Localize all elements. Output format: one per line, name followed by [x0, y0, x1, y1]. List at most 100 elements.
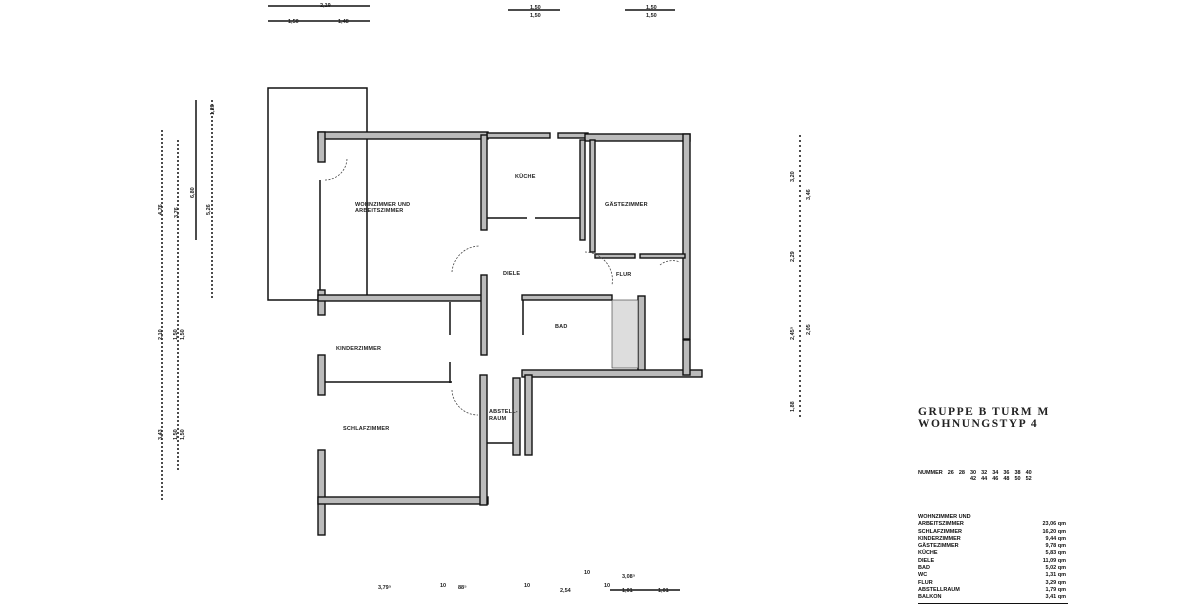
number-value: 50	[1014, 476, 1021, 482]
room-label-kueche: KÜCHE	[515, 173, 536, 180]
dim-left: 2,10	[158, 329, 164, 340]
area-row: KINDERZIMMER 9,44 qm	[918, 536, 1066, 543]
area-row: FLUR 3,29 qm	[918, 580, 1066, 587]
group-title: GRUPPE B TURM M	[918, 406, 1050, 418]
number-label: NUMMER	[918, 470, 943, 476]
area-value: 5,02 qm	[1045, 565, 1066, 572]
apartment-type-title: WOHNUNGSTYP 4	[918, 418, 1039, 430]
dim-top: 2,19	[320, 3, 331, 9]
room-label-abstell: ABSTELL-	[489, 409, 518, 415]
area-room: ARBEITSZIMMER	[918, 521, 964, 528]
dim-bottom: 2,54	[560, 588, 572, 594]
dim-right: 3,20	[790, 171, 796, 182]
area-room: SCHLAFZIMMER	[918, 528, 962, 535]
area-value: 1,79 qm	[1045, 586, 1066, 593]
area-room: FLUR	[918, 579, 933, 586]
dim-bottom: 10	[524, 583, 530, 589]
balcony-outline	[267, 87, 368, 301]
area-row: BAD 5,02 qm	[918, 565, 1066, 572]
dim-bottom: 1,01	[622, 588, 633, 594]
dim-left: 1,50	[173, 329, 179, 340]
dim-top: 1,50	[530, 5, 541, 11]
legend-block: GRUPPE B TURM M WOHNUNGSTYP 4 NUMMER 26 2…	[918, 406, 1068, 604]
room-label-kinderzimmer: KINDERZIMMER	[336, 346, 381, 352]
dim-bottom: 10	[604, 583, 610, 589]
dim-bottom: 1,01	[658, 588, 669, 594]
dim-right: 3,46	[806, 189, 812, 200]
room-label-arbeitszimmer: ARBEITSZIMMER	[355, 208, 403, 214]
number-value: 32	[981, 470, 988, 476]
area-value: 5,83 qm	[1045, 550, 1066, 557]
number-value: 40	[1025, 470, 1032, 476]
area-room: ABSTELLRAUM	[918, 586, 960, 593]
room-label-bad: BAD	[555, 324, 568, 330]
walls	[267, 87, 703, 536]
area-value: 9,44 qm	[1045, 535, 1066, 542]
wc-tiles	[611, 299, 639, 369]
doors	[324, 157, 681, 416]
area-value: 1,31 qm	[1045, 572, 1066, 579]
dim-bottom: 88⁵	[458, 585, 467, 591]
area-row: ABSTELLRAUM 1,79 qm	[918, 587, 1066, 594]
area-room: KINDERZIMMER	[918, 535, 961, 542]
dim-right: 1,88	[790, 401, 796, 412]
area-room: KÜCHE	[918, 550, 938, 557]
number-value: 42	[970, 476, 977, 482]
dim-top: 1,50	[646, 13, 657, 19]
dimension-labels: 2,19 1,50 1,48 1,50 1,50 1,50 1,50 3,79⁵…	[158, 3, 812, 594]
room-label-flur: FLUR	[616, 272, 631, 278]
room-label-wohnzimmer: WOHNZIMMER UND	[355, 202, 410, 208]
dimension-lines	[161, 5, 801, 591]
dim-left: 3,76	[174, 207, 180, 218]
room-label-gaestezimmer: GÄSTEZIMMER	[605, 201, 648, 208]
area-room: BAD	[918, 565, 930, 572]
room-labels: WOHNZIMMER UND ARBEITSZIMMER KÜCHE GÄSTE…	[336, 173, 648, 432]
room-label-diele: DIELE	[503, 271, 520, 277]
area-room: BALKON	[918, 594, 942, 601]
number-value: 38	[1014, 470, 1021, 476]
area-room: DIELE	[918, 557, 935, 564]
dim-right: 2,05	[806, 324, 812, 335]
number-value: 48	[1003, 476, 1010, 482]
room-label-schlafzimmer: SCHLAFZIMMER	[343, 426, 389, 432]
number-column: 26	[948, 470, 954, 482]
dim-left: 1,50	[180, 329, 186, 340]
number-value: 30	[970, 470, 977, 476]
number-value: 36	[1003, 470, 1010, 476]
area-row: GÄSTEZIMMER 9,78 qm	[918, 543, 1066, 550]
dim-bottom: 3,08⁵	[622, 574, 636, 580]
dim-left: 4,76	[158, 204, 164, 215]
area-value: 9,78 qm	[1045, 543, 1066, 550]
dim-top: 1,50	[646, 5, 657, 11]
area-room: WOHNZIMMER UND	[918, 514, 971, 520]
dim-left: 3,43	[158, 429, 164, 440]
dim-top: 1,50	[530, 13, 541, 19]
area-room: GÄSTEZIMMER	[918, 543, 959, 550]
dim-top: 1,48	[338, 19, 349, 25]
area-row: WOHNZIMMER UND	[918, 514, 1066, 521]
area-value: 3,29 qm	[1045, 579, 1066, 586]
dim-left: 1,26	[210, 104, 216, 115]
dim-top: 1,50	[288, 19, 299, 25]
number-value: 28	[958, 470, 965, 476]
area-row: KÜCHE 5,83 qm	[918, 550, 1066, 557]
dim-left: 5,26	[206, 204, 212, 215]
dim-bottom: 10	[584, 570, 590, 576]
number-value: 46	[992, 476, 999, 482]
number-column: 28	[959, 470, 965, 482]
dim-right: 2,29	[790, 251, 796, 262]
room-label-raum: RAUM	[489, 416, 507, 422]
dim-left: 6,80	[190, 187, 196, 198]
dim-left: 1,50	[180, 429, 186, 440]
number-value: 34	[992, 470, 999, 476]
number-value: 52	[1025, 476, 1032, 482]
table-rule	[918, 602, 1068, 604]
